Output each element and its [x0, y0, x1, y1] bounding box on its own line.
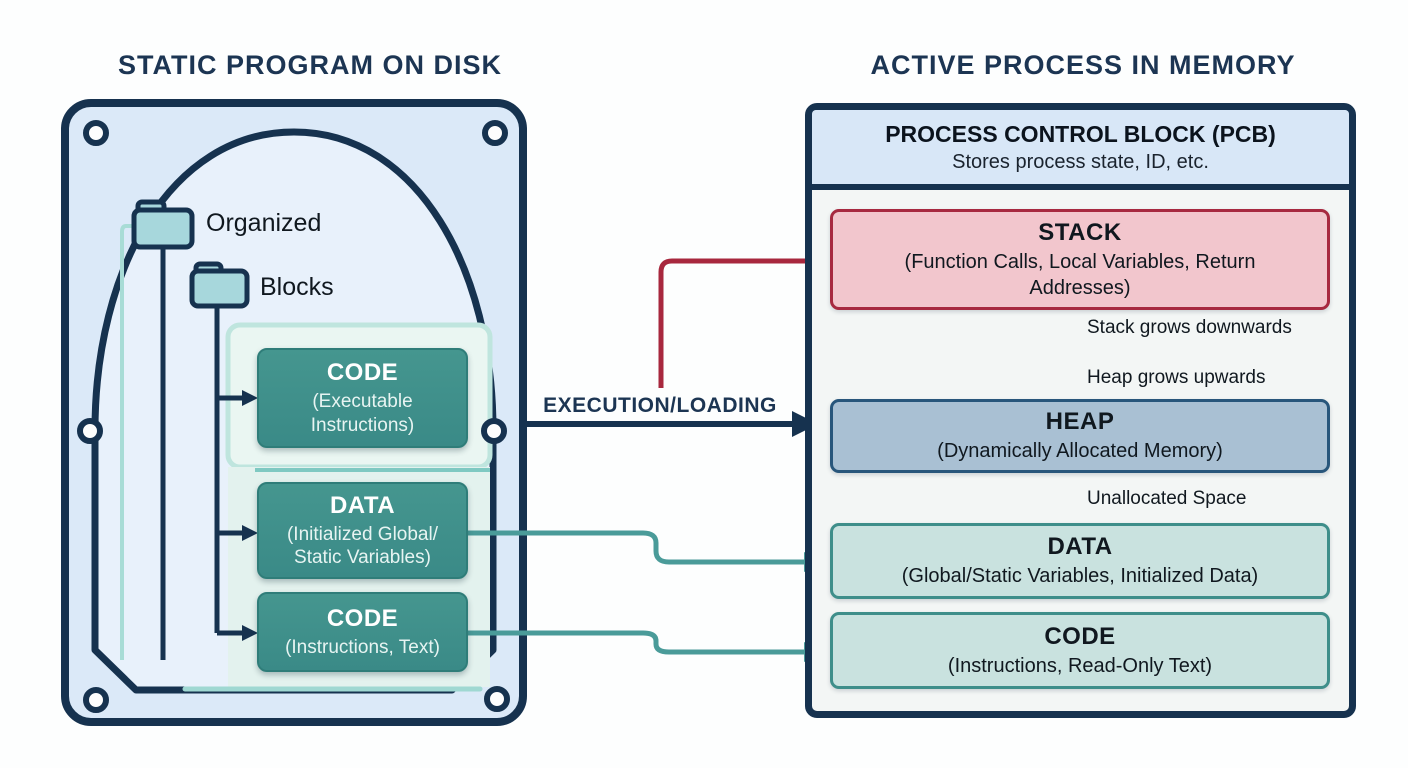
screw-icon: [481, 418, 507, 444]
folder-label-blocks: Blocks: [260, 273, 334, 301]
stack-grows-note: Stack grows downwards: [1087, 317, 1292, 338]
disk-block-subtitle: (Instructions, Text): [285, 636, 440, 658]
stack-title: STACK: [1038, 218, 1122, 246]
folder-icon-blocks: [189, 261, 250, 309]
folder-icon-organized: [131, 199, 195, 250]
heap-subtitle: (Dynamically Allocated Memory): [937, 440, 1223, 462]
heap-segment: HEAP (Dynamically Allocated Memory): [830, 399, 1330, 473]
code-subtitle: (Instructions, Read-Only Text): [947, 654, 1213, 677]
left-section-title: STATIC PROGRAM ON DISK: [118, 50, 502, 80]
screw-icon: [482, 120, 508, 146]
disk-block-code-bottom: CODE (Instructions, Text): [257, 592, 468, 672]
disk-block-subtitle: (Executable Instructions): [310, 391, 415, 436]
screw-icon: [77, 418, 103, 444]
pcb-title: PROCESS CONTROL BLOCK (PCB): [885, 121, 1276, 147]
disk-screws: [77, 120, 510, 713]
tree-branch-arrowheads: [242, 390, 258, 641]
execution-loading-label: EXECUTION/LOADING: [543, 394, 777, 417]
folder-label-organized: Organized: [206, 209, 322, 237]
disk-block-subtitle: (Initialized Global/ Static Variables): [286, 523, 439, 568]
heap-title: HEAP: [1045, 408, 1115, 435]
pcb-subtitle: Stores process state, ID, etc.: [952, 151, 1209, 173]
screw-icon: [484, 686, 510, 712]
screw-icon: [83, 120, 109, 146]
disk-block-title: CODE: [326, 604, 399, 632]
file-tree: [160, 244, 258, 660]
disk-block-title: CODE: [326, 359, 399, 387]
tree-guide-line: [120, 224, 142, 660]
disk-block-code-top: CODE (Executable Instructions): [257, 348, 468, 448]
stack-segment: STACK (Function Calls, Local Variables, …: [830, 209, 1330, 310]
code-segment: CODE (Instructions, Read-Only Text): [830, 612, 1330, 689]
memory-panel: PROCESS CONTROL BLOCK (PCB) Stores proce…: [805, 103, 1356, 718]
heap-grows-note: Heap grows upwards: [1087, 367, 1266, 388]
data-title: DATA: [1047, 533, 1113, 560]
disk-block-data: DATA (Initialized Global/ Static Variabl…: [257, 482, 468, 579]
data-subtitle: (Global/Static Variables, Initialized Da…: [901, 565, 1259, 587]
data-segment: DATA (Global/Static Variables, Initializ…: [830, 523, 1330, 599]
right-section-title: ACTIVE PROCESS IN MEMORY: [870, 50, 1296, 80]
code-title: CODE: [1044, 622, 1116, 650]
unallocated-note: Unallocated Space: [1087, 488, 1247, 509]
disk-block-title: DATA: [329, 491, 396, 519]
screw-icon: [83, 687, 109, 713]
pcb-header: PROCESS CONTROL BLOCK (PCB) Stores proce…: [812, 110, 1349, 190]
stack-subtitle: (Function Calls, Local Variables, Return…: [904, 250, 1256, 299]
